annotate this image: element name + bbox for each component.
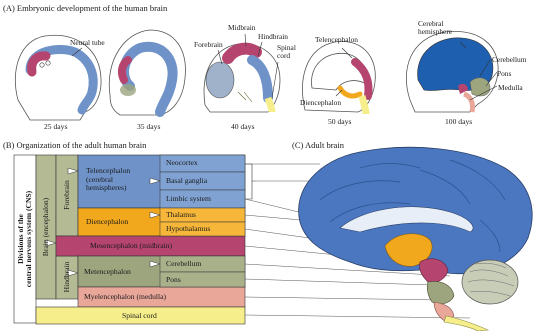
label-spinal-cord: Spinal cord xyxy=(277,44,296,60)
embryo-100-days xyxy=(406,31,498,112)
embryo-25-days xyxy=(15,35,101,120)
label-pons-a: Pons xyxy=(497,70,511,77)
division-spinal-cord: Spinal cord xyxy=(122,312,157,320)
division-mesencephalon: Mesencephalon (midbrain) xyxy=(90,242,172,250)
division-myelencephalon: Myelencephalon (medulla) xyxy=(84,293,166,301)
embryo-40-days xyxy=(204,44,280,112)
panel-b-title: (B) Organization of the adult human brai… xyxy=(3,141,146,150)
adult-brain xyxy=(299,147,533,331)
label-medulla-a: Medulla xyxy=(498,84,523,91)
label-telencephalon: Telencephalon xyxy=(315,36,358,43)
label-midbrain: Midbrain xyxy=(228,24,256,31)
structure-thalamus: Thalamus xyxy=(166,211,196,219)
label-forebrain-b: Forebrain xyxy=(63,180,71,210)
stage-label-25: 25 days xyxy=(44,123,67,131)
label-forebrain: Forebrain xyxy=(194,41,223,48)
label-cns: Divisions of the central nervous system … xyxy=(17,191,33,287)
structure-limbic-system: Limbic system xyxy=(166,195,211,203)
embryo-35-days xyxy=(109,30,185,115)
label-hindbrain-b: Hindbrain xyxy=(63,262,71,293)
division-telencephalon: Telencephalon (cerebral hemispheres) xyxy=(86,167,130,193)
stage-label-100: 100 days xyxy=(445,118,472,126)
panel-c-title: (C) Adult brain xyxy=(292,141,344,150)
division-metencephalon: Metencephalon xyxy=(84,268,131,276)
label-neural-tube: Neural tube xyxy=(70,39,105,46)
panel-a-title: (A) Embryonic development of the human b… xyxy=(3,4,167,13)
division-diencephalon: Diencephalon xyxy=(86,218,128,226)
label-brain-encephalon: Brain (encephalon) xyxy=(42,198,50,256)
structure-pons: Pons xyxy=(166,276,181,284)
stage-label-50: 50 days xyxy=(328,118,351,126)
structure-neocortex: Neocortex xyxy=(166,159,198,167)
stage-label-35: 35 days xyxy=(137,123,160,131)
structure-cerebellum: Cerebellum xyxy=(166,260,201,268)
label-cerebellum-a: Cerebellum xyxy=(492,56,526,63)
label-diencephalon: Diencephalon xyxy=(300,99,341,106)
label-cerebral-hemisphere: Cerebral hemisphere xyxy=(418,20,452,36)
stage-label-40: 40 days xyxy=(231,123,254,131)
structure-hypothalamus: Hypothalamus xyxy=(166,225,210,233)
structure-basal-ganglia: Basal ganglia xyxy=(166,177,207,185)
label-hindbrain: Hindbrain xyxy=(258,33,288,40)
